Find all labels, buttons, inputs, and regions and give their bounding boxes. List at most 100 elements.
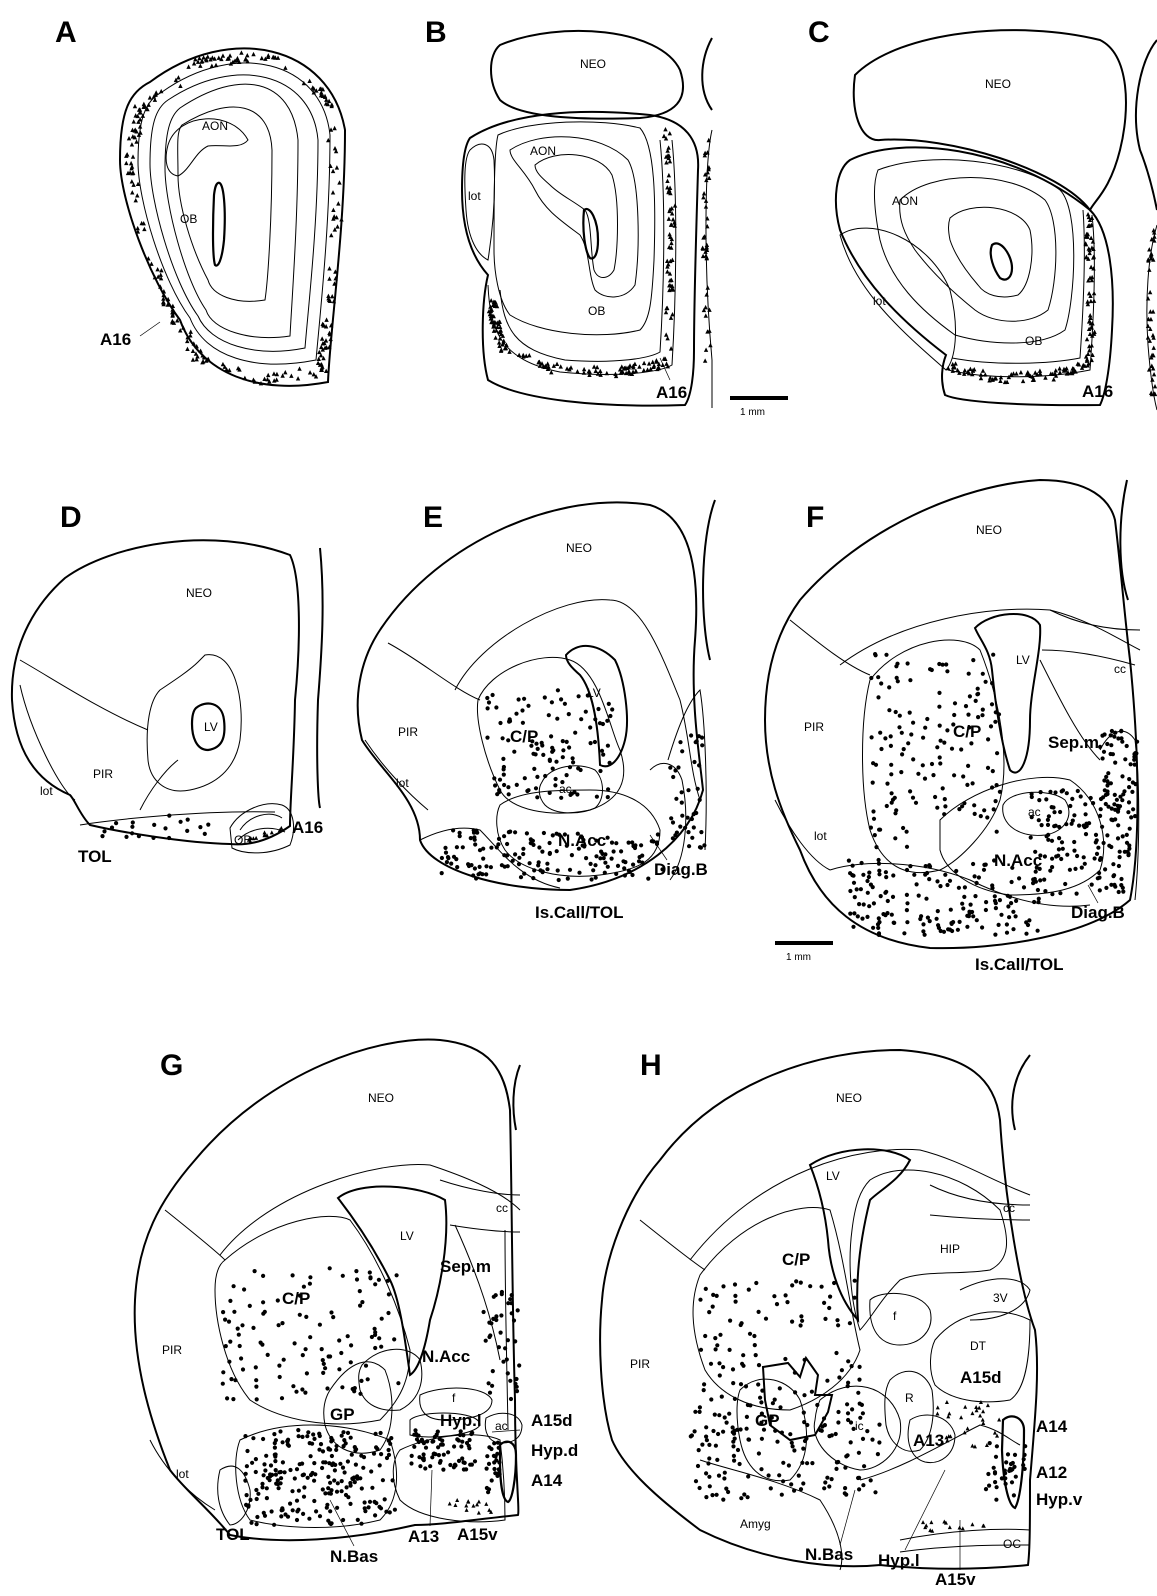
cell-dot: [732, 1432, 736, 1436]
cell-dot: [975, 881, 979, 885]
cell-dot: [827, 1434, 831, 1438]
cell-dot: [288, 1502, 292, 1506]
cell-dot: [975, 918, 979, 922]
cell-dot: [1068, 804, 1072, 808]
cell-dot: [370, 1486, 374, 1490]
cell-dot: [298, 1462, 302, 1466]
cell-dot: [1014, 1475, 1018, 1479]
cell-dot: [961, 774, 965, 778]
cell-dot: [1024, 920, 1028, 924]
cell-dot: [130, 825, 134, 829]
cell-dot: [924, 897, 928, 901]
cell-dot: [238, 1344, 242, 1348]
panel-h-leader-hypl: [905, 1470, 945, 1550]
cell-dot: [1034, 870, 1038, 874]
cell-dot: [867, 871, 871, 875]
panel-h-label-a15v: A15v: [935, 1570, 976, 1589]
cell-dot: [301, 1512, 305, 1516]
panel-b-aon: [510, 137, 638, 297]
cell-dot: [771, 1401, 775, 1405]
cell-dot: [499, 1313, 503, 1317]
cell-dot: [224, 1344, 228, 1348]
cell-dot: [791, 1444, 795, 1448]
cell-dot: [428, 1464, 432, 1468]
panel-h-lv: [810, 1149, 910, 1320]
cell-triangle: [320, 336, 324, 340]
cell-triangle: [664, 160, 668, 164]
cell-dot: [746, 1403, 750, 1407]
cell-dot: [603, 871, 607, 875]
panel-f-label-nacc: N.Acc: [994, 851, 1042, 870]
cell-dot: [232, 1310, 236, 1314]
cell-dot: [232, 1284, 236, 1288]
cell-dot: [887, 708, 891, 712]
cell-dot: [741, 1353, 745, 1357]
cell-triangle: [262, 377, 266, 381]
cell-dot: [283, 1470, 287, 1474]
cell-dot: [245, 1493, 249, 1497]
cell-dot: [1105, 792, 1109, 796]
cell-dot: [359, 1379, 363, 1383]
cell-dot: [967, 910, 971, 914]
cell-dot: [270, 1509, 274, 1513]
cell-dot: [848, 889, 852, 893]
cell-dot: [481, 847, 485, 851]
cell-dot: [800, 1461, 804, 1465]
cell-dot: [851, 925, 855, 929]
cell-dot: [758, 1396, 762, 1400]
cell-dot: [938, 724, 942, 728]
cell-dot: [1113, 793, 1117, 797]
cell-dot: [163, 826, 167, 830]
cell-dot: [601, 753, 605, 757]
cell-dot: [1010, 1467, 1014, 1471]
cell-dot: [878, 731, 882, 735]
cell-triangle: [1058, 370, 1062, 374]
cell-dot: [1080, 866, 1084, 870]
cell-dot: [484, 864, 488, 868]
cell-dot: [110, 826, 114, 830]
cell-dot: [608, 761, 612, 765]
cell-dot: [950, 929, 954, 933]
panel-h-label-neo: NEO: [836, 1091, 862, 1105]
cell-dot: [984, 900, 988, 904]
cell-dot: [921, 922, 925, 926]
cell-dot: [850, 1407, 854, 1411]
cell-dot: [502, 783, 506, 787]
cell-dot: [439, 1443, 443, 1447]
cell-dot: [984, 908, 988, 912]
cell-dot: [706, 1461, 710, 1465]
cell-dot: [312, 1437, 316, 1441]
cell-triangle: [704, 253, 708, 257]
cell-dot: [395, 1273, 399, 1277]
cell-dot: [349, 1360, 353, 1364]
cell-dot: [329, 1439, 333, 1443]
cell-dot: [874, 653, 878, 657]
cell-triangle: [1152, 372, 1156, 376]
panel-h-label-a14: A14: [1036, 1417, 1068, 1436]
cell-triangle: [465, 1508, 469, 1512]
panel-c-label-aon: AON: [892, 194, 918, 208]
cell-dot: [972, 803, 976, 807]
cell-dot: [780, 1493, 784, 1497]
cell-dot: [507, 792, 511, 796]
cell-dot: [1036, 900, 1040, 904]
cell-dot: [622, 866, 626, 870]
cell-dot: [890, 791, 894, 795]
cell-dot: [488, 1391, 492, 1395]
cell-dot: [828, 1295, 832, 1299]
cell-triangle: [127, 136, 131, 140]
cell-dot: [1056, 854, 1060, 858]
panel-f-nacc: [940, 777, 1104, 895]
cell-dot: [756, 1382, 760, 1386]
cell-dot: [1010, 1480, 1014, 1484]
cell-dot: [935, 917, 939, 921]
cell-dot: [1091, 801, 1095, 805]
cell-dot: [521, 847, 525, 851]
cell-dot: [894, 664, 898, 668]
cell-dot: [458, 834, 462, 838]
cell-dot: [760, 1389, 764, 1393]
cell-dot: [734, 1300, 738, 1304]
cell-dot: [707, 1456, 711, 1460]
cell-dot: [1075, 892, 1079, 896]
cell-dot: [954, 869, 958, 873]
